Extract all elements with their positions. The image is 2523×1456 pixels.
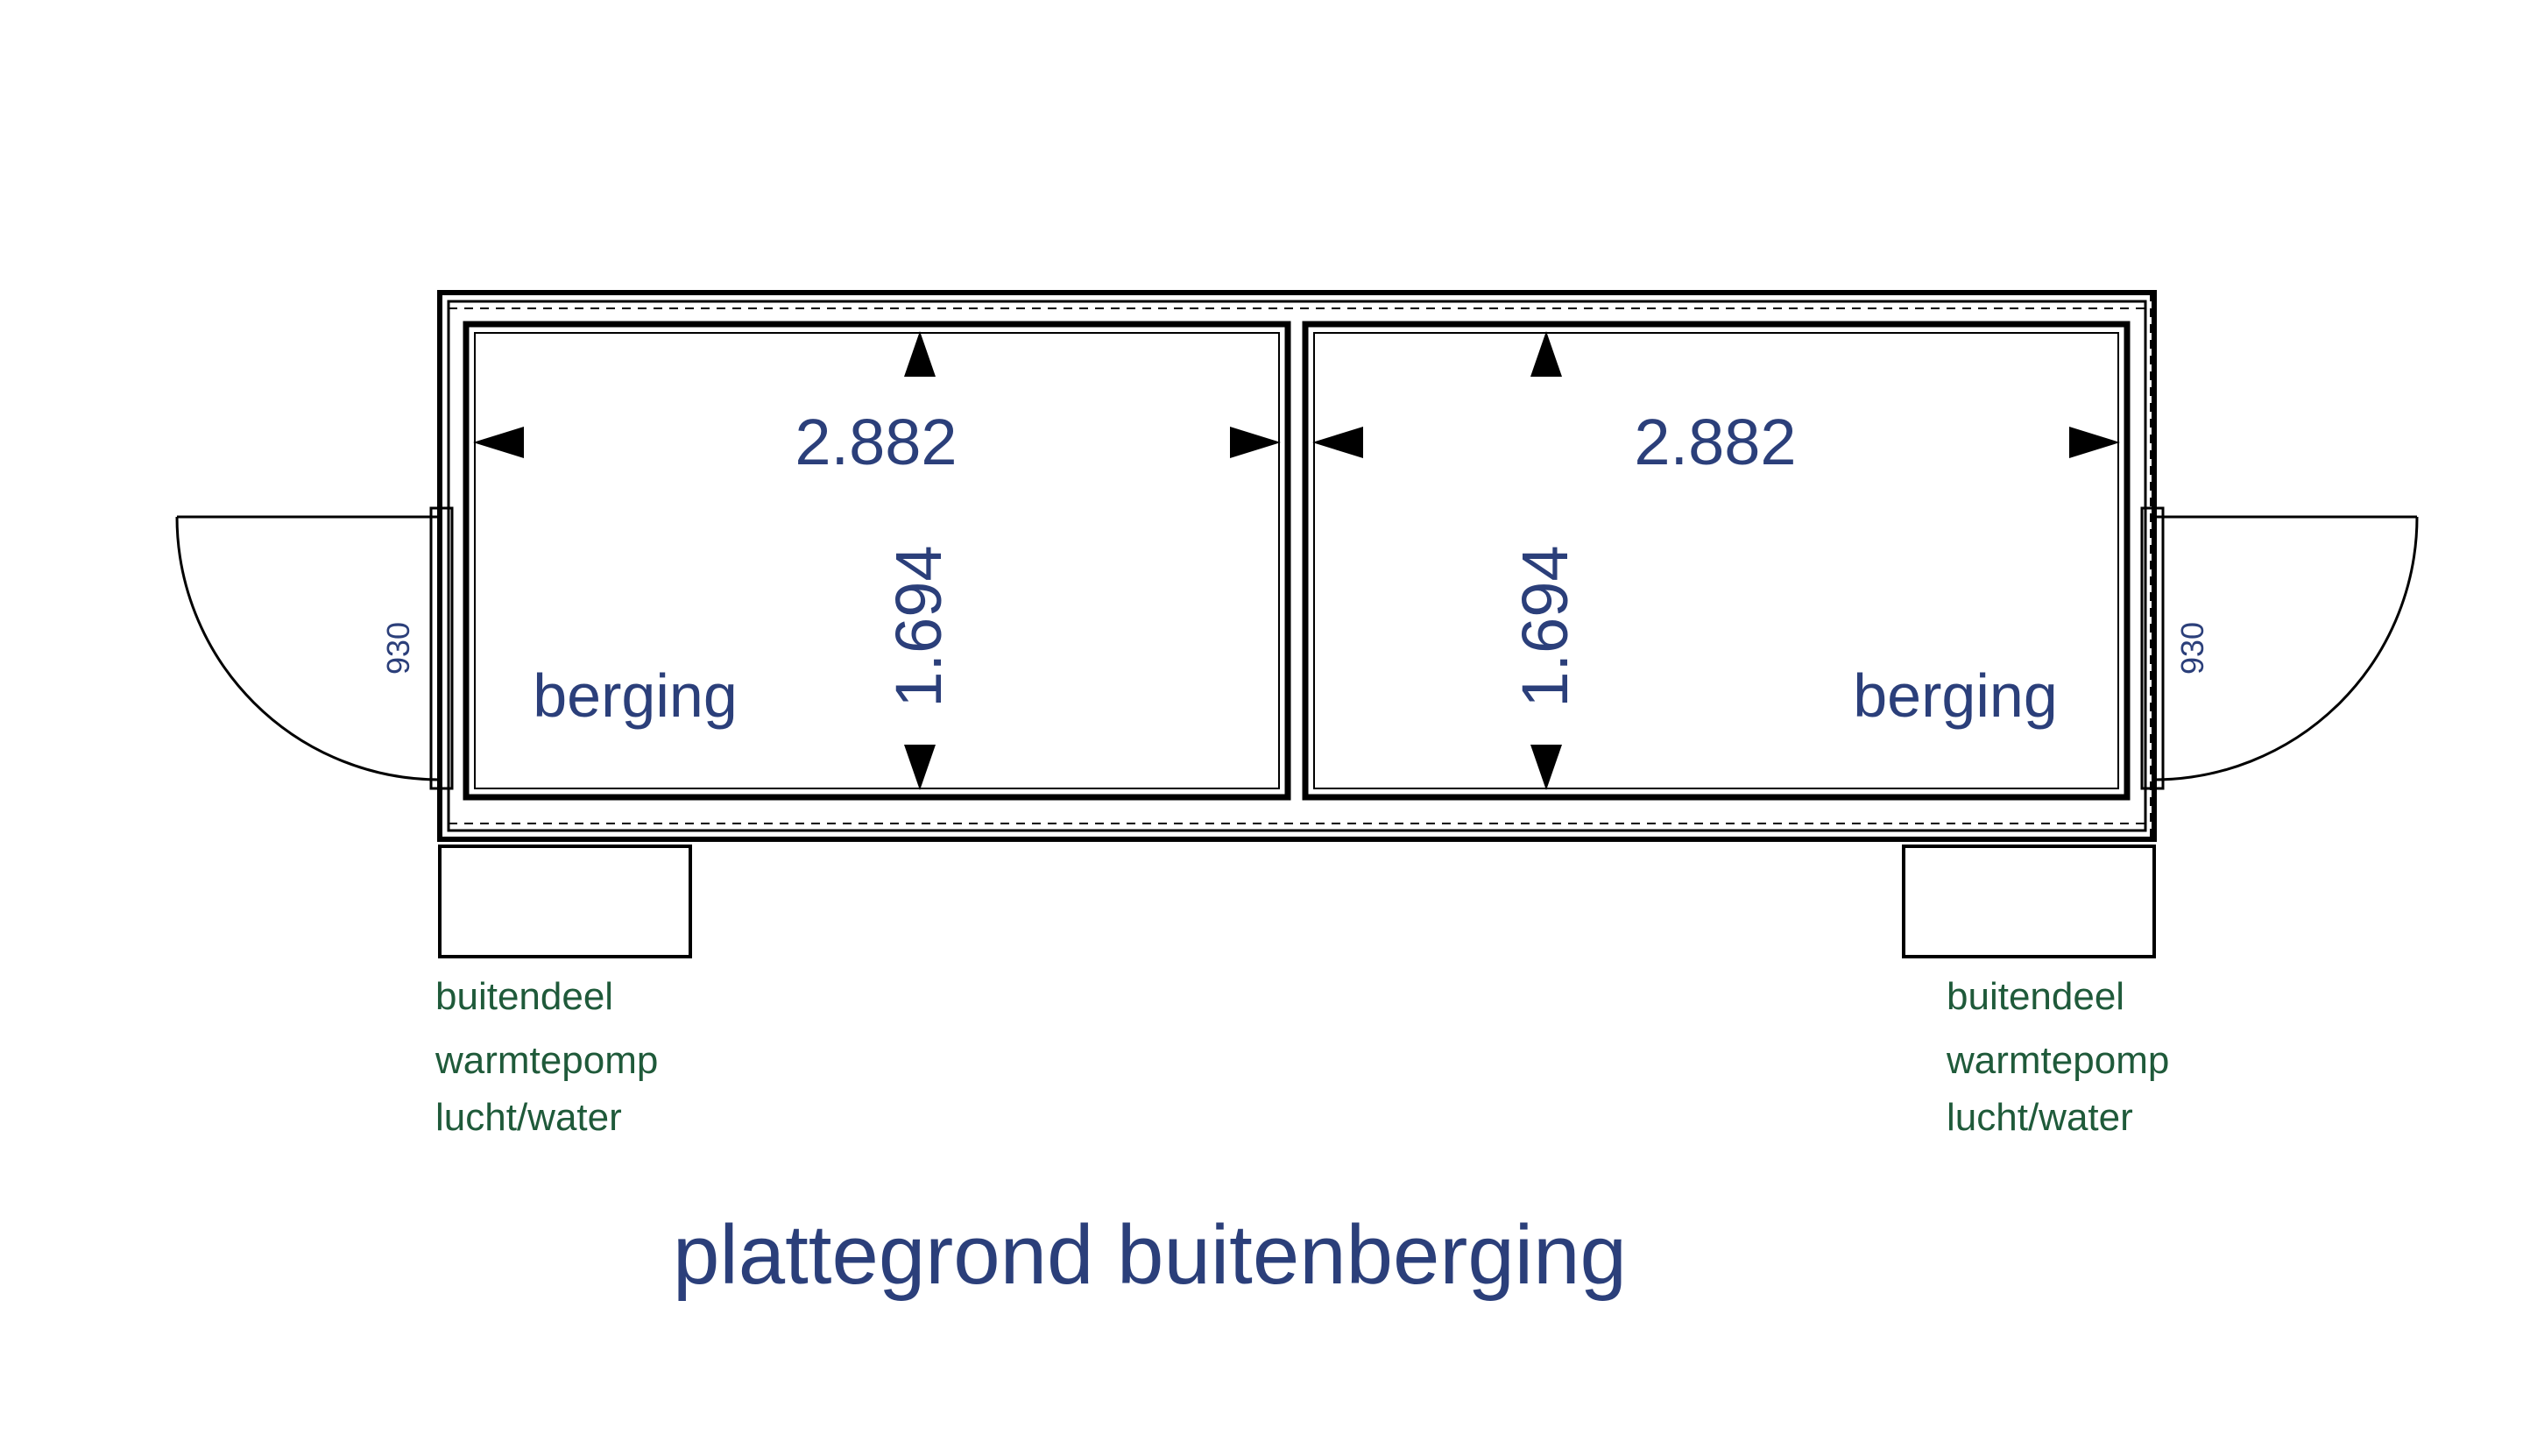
door-left <box>175 506 454 790</box>
dimension-arrows-right <box>1312 331 2120 790</box>
dimension-arrows-left <box>473 331 1281 790</box>
room-right-width: 2.882 <box>1634 406 1796 478</box>
outdoor-unit-right-line1: buitendeel <box>1947 975 2124 1018</box>
outdoor-unit-left-line1: buitendeel <box>435 975 613 1018</box>
outdoor-unit-left-box <box>438 845 692 958</box>
room-right-walls <box>1302 321 2131 801</box>
outdoor-unit-right-line3: lucht/water <box>1947 1096 2133 1139</box>
outer-walls <box>437 290 2157 842</box>
outdoor-unit-right-line2: warmtepomp <box>1946 1039 2169 1082</box>
room-left-label: berging <box>533 661 738 730</box>
outdoor-unit-left-line2: warmtepomp <box>435 1039 658 1082</box>
room-right-label: berging <box>1853 661 2058 730</box>
outdoor-unit-right-box <box>1902 845 2156 958</box>
outdoor-unit-left-line3: lucht/water <box>435 1096 622 1139</box>
room-left-depth: 1.694 <box>882 545 955 707</box>
door-left-width: 930 <box>380 622 416 675</box>
door-right-width: 930 <box>2174 622 2210 675</box>
drawing-title: plattegrond buitenberging <box>673 1208 1627 1302</box>
room-left-width: 2.882 <box>795 406 957 478</box>
door-right <box>2140 506 2419 790</box>
room-right-depth: 1.694 <box>1509 545 1581 707</box>
room-left-walls <box>463 321 1291 801</box>
